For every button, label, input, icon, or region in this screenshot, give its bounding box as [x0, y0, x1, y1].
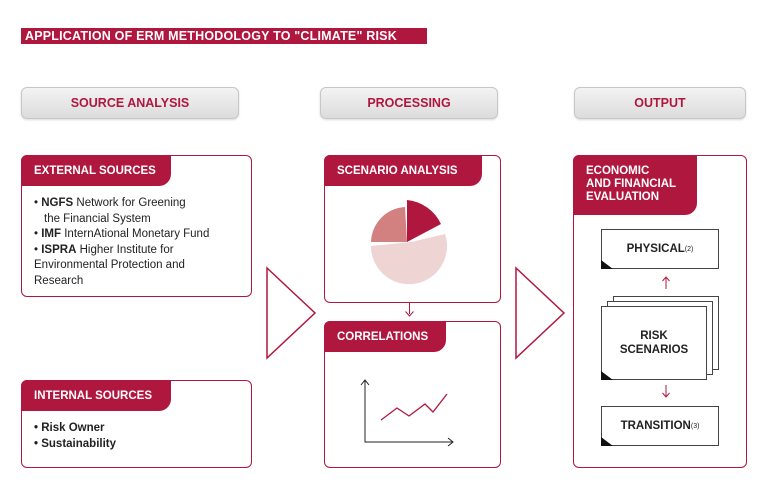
corner-mark-icon [601, 260, 613, 269]
correlations-panel: CORRELATIONS [324, 321, 501, 468]
list-item-continuation: Research [34, 274, 84, 287]
risk-scenarios-label-line1: RISK [640, 330, 668, 342]
arrow-right-icon [515, 266, 566, 360]
corner-mark-icon [601, 371, 613, 380]
corner-mark-icon [601, 437, 613, 446]
transition-note: (3) [690, 422, 700, 430]
economic-evaluation-panel: ECONOMIC AND FINANCIAL EVALUATION PHYSIC… [573, 155, 747, 468]
scenario-analysis-panel: SCENARIO ANALYSIS [324, 155, 501, 303]
column-header-source: SOURCE ANALYSIS [21, 87, 239, 119]
list-item: • IMF InternAtional Monetary Fund [34, 228, 210, 240]
economic-evaluation-title: ECONOMIC AND FINANCIAL EVALUATION [573, 155, 697, 215]
pie-chart-icon [370, 200, 447, 285]
list-item: • Risk Owner [34, 422, 105, 434]
correlations-title: CORRELATIONS [324, 321, 446, 352]
arrow-up-icon [662, 276, 670, 289]
transition-label: TRANSITION [620, 420, 691, 432]
column-header-output: OUTPUT [574, 87, 746, 119]
physical-label: PHYSICAL [626, 243, 685, 255]
evaluation-title-line: AND FINANCIAL [586, 178, 677, 190]
evaluation-title-line: EVALUATION [586, 191, 660, 203]
arrow-down-icon [405, 311, 414, 317]
list-item-continuation: Environmental Protection and [34, 259, 185, 271]
external-sources-panel: EXTERNAL SOURCES • NGFS Network for Gree… [21, 155, 252, 297]
risk-scenarios-label-line2: SCENARIOS [619, 344, 689, 356]
line-chart-icon [360, 379, 454, 447]
scenario-analysis-title: SCENARIO ANALYSIS [324, 155, 482, 186]
list-item: • ISPRA Higher Institute for [34, 243, 174, 256]
list-item-continuation: the Financial System [44, 212, 151, 225]
physical-note: (2) [684, 245, 694, 253]
external-sources-list: • NGFS Network for Greening the Financia… [34, 196, 249, 289]
physical-card: PHYSICAL(2) [601, 229, 719, 269]
internal-sources-list: • Risk Owner • Sustainability [34, 421, 249, 452]
arrow-down-icon [409, 303, 410, 314]
external-sources-title: EXTERNAL SOURCES [21, 155, 171, 186]
arrow-down-icon [662, 385, 670, 398]
list-item: • Sustainability [34, 437, 117, 450]
column-header-processing: PROCESSING [320, 87, 498, 119]
evaluation-title-line: ECONOMIC [586, 165, 650, 177]
internal-sources-title: INTERNAL SOURCES [21, 380, 171, 411]
transition-card: TRANSITION(3) [601, 406, 719, 446]
list-item: • NGFS Network for Greening [34, 197, 186, 209]
risk-scenarios-card: RISK SCENARIOS [601, 306, 707, 380]
diagram-title: APPLICATION OF ERM METHODOLOGY TO "CLIMA… [21, 28, 427, 44]
arrow-right-icon [266, 266, 317, 360]
internal-sources-panel: INTERNAL SOURCES • Risk Owner • Sustaina… [21, 380, 252, 468]
